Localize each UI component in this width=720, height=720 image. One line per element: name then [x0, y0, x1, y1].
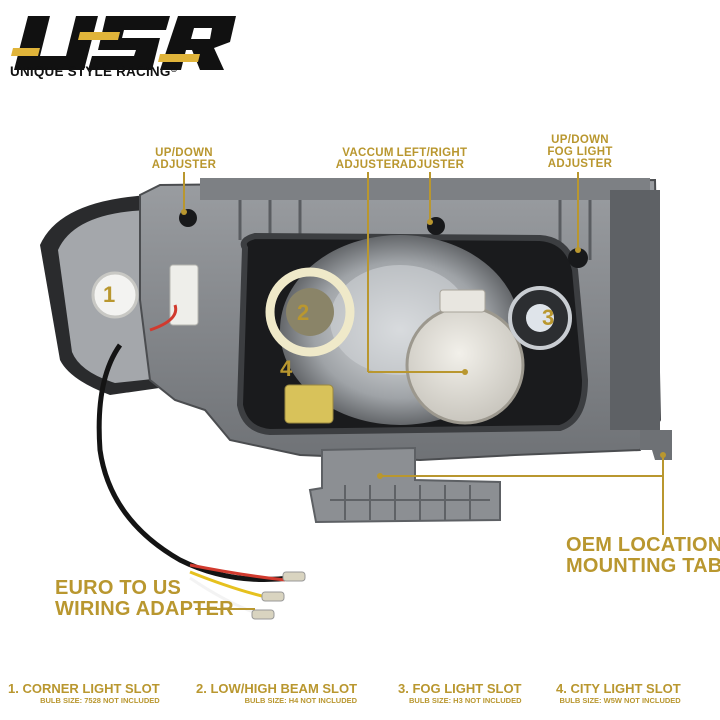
vaccum-adjuster-cap [405, 305, 525, 425]
marker-1: 1 [103, 282, 116, 307]
slot-legend-2: 2. LOW/HIGH BEAM SLOT BULB SIZE: H4 NOT … [196, 681, 357, 705]
wiring-terminal-1 [282, 571, 306, 582]
housing-right-frame [610, 190, 660, 430]
fog-adjuster-screw [568, 248, 588, 268]
beam-socket-center [286, 288, 334, 336]
housing-ribs [238, 200, 592, 260]
usr-logo-mark [11, 16, 236, 70]
marker-2: 2 [297, 300, 310, 325]
slot-1-bulb-size: BULB SIZE: 7528 NOT INCLUDED [40, 696, 160, 705]
wiring-harness-black [96, 343, 291, 582]
mounting-tab-ribs [330, 485, 490, 520]
slot-2-bulb-size: BULB SIZE: H4 NOT INCLUDED [244, 696, 358, 705]
callout-leaders [183, 172, 664, 610]
wiring-red-lead [189, 563, 286, 582]
slot-3-bulb-size: BULB SIZE: H3 NOT INCLUDED [409, 696, 522, 705]
beam-socket-ring [265, 267, 355, 357]
wiring-terminal-3 [251, 609, 275, 620]
marker-4: 4 [280, 356, 293, 381]
corner-socket [91, 271, 139, 319]
slot-legend-4: 4. CITY LIGHT SLOT BULB SIZE: W5W NOT IN… [556, 681, 681, 705]
usr-logo [11, 16, 236, 70]
mounting-tabs [308, 446, 501, 524]
brand-name: UNIQUE STYLE RACING® [10, 64, 178, 79]
callout-dots [181, 209, 666, 479]
fog-bulb [526, 304, 554, 332]
right-mounting-tab [640, 430, 672, 460]
slot-4-bulb-size: BULB SIZE: W5W NOT INCLUDED [559, 696, 681, 705]
slot-3-title: 3. FOG LIGHT SLOT [398, 681, 522, 696]
cap-bracket [439, 289, 486, 313]
slot-4-title: 4. CITY LIGHT SLOT [556, 681, 681, 696]
slot-1-title: 1. CORNER LIGHT SLOT [8, 681, 160, 696]
slot-legend-1: 1. CORNER LIGHT SLOT BULB SIZE: 7528 NOT… [8, 681, 160, 705]
slot-2-title: 2. LOW/HIGH BEAM SLOT [196, 681, 358, 696]
city-light-connector [284, 384, 334, 424]
wiring-terminal-2 [261, 591, 285, 602]
wiring-red [149, 304, 178, 332]
marker-3: 3 [542, 305, 555, 330]
housing-top-rim [200, 178, 650, 200]
slot-legend-3: 3. FOG LIGHT SLOT BULB SIZE: H3 NOT INCL… [398, 681, 522, 705]
